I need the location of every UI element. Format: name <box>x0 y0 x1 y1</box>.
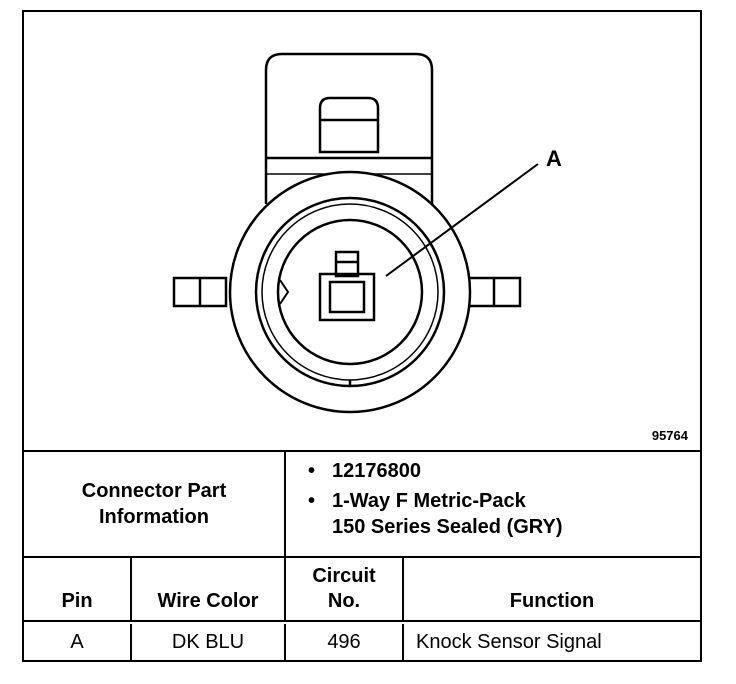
connector-info-row: Connector Part Information • 12176800 • … <box>24 452 700 558</box>
table-cell-wire-color: DK BLU <box>132 624 286 660</box>
header-function: Function <box>404 558 700 622</box>
connector-outer-ring <box>228 170 472 414</box>
terminal-a-outer <box>318 272 376 322</box>
connector-illustration <box>172 52 539 414</box>
connector-info-label-line1: Connector Part <box>81 480 227 502</box>
connector-description-line1: 1-Way F Metric-Pack <box>332 490 526 512</box>
header-circuit-no: Circuit No. <box>286 558 404 622</box>
table-cell-pin: A <box>24 624 132 660</box>
connector-info-label-line2: Information <box>99 506 209 528</box>
bullet-icon: • <box>308 490 316 512</box>
header-wire-color: Wire Color <box>132 558 286 622</box>
header-circuit-line2: No. <box>327 590 361 612</box>
key-notch <box>279 279 290 305</box>
info-item-part-number: • 12176800 <box>308 458 563 484</box>
header-pin: Pin <box>24 558 132 622</box>
table-cell-function: Knock Sensor Signal <box>416 630 602 653</box>
document-frame: A 95764 Connector Part Information • 121… <box>22 10 702 662</box>
terminal-a-tab <box>334 250 360 278</box>
figure-number: 95764 <box>651 428 688 443</box>
connector-info-list: • 12176800 • 1-Way F Metric-Pack 150 Ser… <box>308 458 563 544</box>
info-item-description: • 1-Way F Metric-Pack 150 Series Sealed … <box>308 488 563 540</box>
pin-table: Pin Wire Color Circuit No. Function A DK… <box>24 558 700 660</box>
latch-tab <box>318 96 380 154</box>
callout-label-a: A <box>546 146 562 171</box>
part-number: 12176800 <box>332 460 421 482</box>
connector-description-line2: 150 Series Sealed (GRY) <box>332 516 563 538</box>
connector-face <box>276 218 424 366</box>
connector-info-label: Connector Part Information <box>24 452 286 556</box>
connector-diagram: A 95764 <box>24 12 700 452</box>
latch-housing <box>264 52 434 204</box>
terminal-a-inner <box>328 280 366 314</box>
bullet-icon: • <box>308 460 316 482</box>
callout-leader <box>385 163 539 277</box>
header-circuit-line1: Circuit <box>312 565 376 587</box>
table-cell-circuit: 496 <box>286 624 404 660</box>
